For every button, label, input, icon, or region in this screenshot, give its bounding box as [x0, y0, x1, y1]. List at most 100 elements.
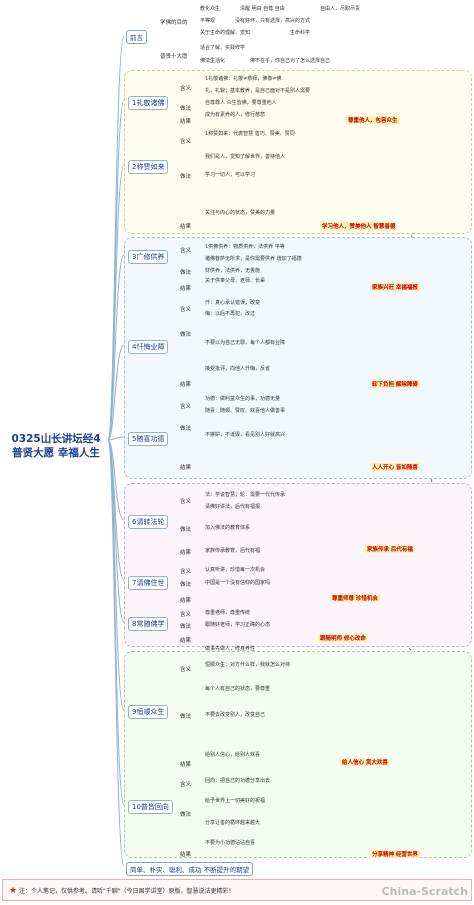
intro-item: 清醒 明白 自尊 自由	[240, 6, 285, 12]
label-practice: 做法	[180, 624, 192, 630]
label-result: 结果	[180, 382, 192, 388]
label-practice: 做法	[180, 714, 192, 720]
panel-vows-9-10	[124, 651, 472, 858]
label-practice: 做法	[180, 582, 192, 588]
leaf-text: 给予世界上一切美好的祝福	[205, 798, 266, 804]
leaf-text: 家族传承教育，后代有福	[205, 548, 261, 554]
leaf-text: 不要以为自己无罪，每个人都有业障	[205, 340, 286, 346]
leaf-text: 1称赞如来：代表智慧 善巧、赞美、赞同	[205, 131, 295, 137]
bottom-summary: 简单、朴实、聪利、成功 不断提升的期望	[126, 862, 254, 876]
root-title: 0325山长讲坛经4 普贤大愿 幸福人生	[4, 432, 108, 460]
intro-label: 前言	[126, 30, 147, 44]
leaf-text: 跟随好老师，学习正确的心态	[205, 622, 271, 628]
leaf-text: 诸佛菩萨无所求，是你需要供养 增加了福德	[205, 256, 302, 262]
leaf-text: 请佛好讲法，后代有福报	[205, 504, 261, 510]
leaf-text: 1供佛供养：物质供养，法供养 平等	[205, 244, 285, 250]
leaf-text: 分享让善的循环越来越大	[205, 820, 261, 826]
intro-item: 佛法生活化	[200, 58, 226, 64]
root-title-line1: 0325山长讲坛经4	[11, 433, 101, 445]
panel-vows-6-8	[124, 483, 472, 647]
footer-note-text: 注：个人笔记，仅供参考。请听"千聊"（今日国学讲堂）原版，智慧说法更精彩！	[19, 888, 235, 895]
label-meaning: 含义	[180, 569, 192, 575]
highlight-vow-10: 分享精神 经营世界	[370, 850, 420, 858]
intro-item: 佛不在乎，你自己为了怎么选择自己	[250, 58, 331, 64]
highlight-vow-5: 人人开心 皆如随喜	[370, 463, 420, 471]
highlight-vow-1: 尊重他人，包容众生	[346, 116, 400, 124]
watermark: China-Scratch	[381, 885, 468, 898]
label-meaning: 含义	[180, 307, 192, 313]
leaf-text: 关注与内心的状态，赞美的力量	[205, 210, 276, 216]
label-meaning: 含义	[180, 612, 192, 618]
star-icon: ★	[9, 886, 18, 896]
label-practice: 做法	[180, 106, 192, 112]
leaf-text: 给别人信心，给别人欢喜	[205, 752, 261, 758]
highlight-vow-8: 跟随明师 修心改命	[318, 634, 368, 642]
label-result: 结果	[180, 638, 192, 644]
leaf-text: 每个人有自己的状态，要尊重	[205, 686, 271, 692]
label-result: 结果	[180, 598, 192, 604]
leaf-text: 中国是一个没有信仰的国家吗	[205, 580, 271, 586]
label-meaning: 含义	[180, 667, 192, 673]
highlight-vow-9: 给人信心 赏大欢喜	[340, 758, 390, 766]
leaf-text: 学习一切人，可以学习	[205, 172, 256, 178]
intro-item: 教化众生	[200, 6, 221, 12]
label-meaning: 含义	[180, 499, 192, 505]
panel-vows-1-2	[124, 70, 472, 234]
panel-vows-3-5	[124, 237, 472, 479]
label-meaning: 含义	[180, 86, 192, 92]
intro-group-vows: 普贤十大愿	[160, 54, 188, 60]
label-result: 结果	[180, 465, 192, 471]
leaf-text: 接受批评，向他人忏悔，反省	[205, 366, 271, 372]
label-meaning: 含义	[180, 782, 192, 788]
leaf-text: 礼，礼貌；基本教养，是自己面对不是别人需要	[205, 88, 311, 94]
vow-10: 10普皆回向	[128, 800, 173, 814]
label-result: 结果	[180, 286, 192, 292]
highlight-vow-4: 卸下负担 解除障碍	[370, 380, 420, 388]
vow-5: 5随喜功德	[128, 432, 169, 446]
label-result: 结果	[180, 852, 192, 858]
label-meaning: 含义	[180, 139, 192, 145]
root-title-line2: 普贤大愿 幸福人生	[12, 447, 100, 459]
leaf-text: 加入佛法的教育体系	[205, 525, 251, 531]
leaf-text: 不要去改变别人，改变自己	[205, 712, 266, 718]
vow-7: 7请佛住世	[128, 576, 169, 590]
vow-2: 2称赞如来	[128, 160, 169, 174]
label-practice: 做法	[180, 426, 192, 432]
intro-group-purpose: 学佛的目的	[160, 20, 188, 26]
label-result: 结果	[180, 550, 192, 556]
label-meaning: 含义	[180, 404, 192, 410]
intro-item: 关于生命的理解、觉知	[200, 30, 251, 36]
highlight-vow-7: 尊重师尊 珍惜机会	[330, 594, 380, 602]
intro-item: 没有好坏，只有选择，高兴的方式	[235, 18, 311, 24]
vow-4: 4忏悔业障	[128, 340, 169, 354]
leaf-text: 尊重老师，尊重传统	[205, 610, 251, 616]
leaf-text: 仟：真心承认错误，改变	[205, 300, 261, 306]
highlight-vow-3: 家族兴旺 幸福福报	[370, 283, 420, 291]
label-meaning: 含义	[180, 248, 192, 254]
leaf-text: 关于供奉父母、老师、长辈	[205, 278, 266, 284]
leaf-text: 1礼敬诸佛：礼敬≠恭拜，佛像≠佛	[205, 76, 282, 82]
leaf-text: 功德：做利益众生的事，功德无量	[205, 396, 281, 402]
leaf-text: 不嫉妒，不诋毁，看见别人好就高兴	[205, 432, 286, 438]
highlight-vow-2: 学习他人，赞美他人 智慧善德	[320, 222, 398, 230]
vow-8: 8常随佛学	[128, 617, 169, 631]
highlight-vow-6: 家族传承 后代有福	[365, 545, 415, 553]
label-result: 结果	[180, 762, 192, 768]
leaf-text: 法：学说智慧；轮：需要一代代传承	[205, 492, 286, 498]
leaf-text: 认真听讲，珍惜每一次机会	[205, 567, 266, 573]
footer-note: ★ 注：个人笔记，仅供参考。请听"千聊"（今日国学讲堂）原版，智慧说法更精彩！	[2, 879, 472, 901]
leaf-text: 做事先做人，修身养性	[205, 646, 256, 652]
leaf-text: 悔：以后不再犯，改过	[205, 311, 256, 317]
vow-6: 6请转法轮	[128, 515, 169, 529]
leaf-text: 恒顺众生：对方什么样，我就怎么对待	[205, 662, 291, 668]
vow-1: 1礼敬诸佛	[128, 96, 169, 110]
label-result: 结果	[180, 119, 192, 125]
vow-3: 3广修供养	[128, 250, 169, 264]
label-practice: 做法	[180, 812, 192, 818]
leaf-text: 我们是人，觉知了解世界，善待他人	[205, 154, 286, 160]
label-practice: 做法	[180, 270, 192, 276]
label-practice: 做法	[180, 332, 192, 338]
intro-item: 生命科学	[290, 30, 311, 36]
leaf-text: 自尊尊人 众生皆佛，要尊重他人	[205, 100, 277, 106]
label-practice: 做法	[180, 527, 192, 533]
